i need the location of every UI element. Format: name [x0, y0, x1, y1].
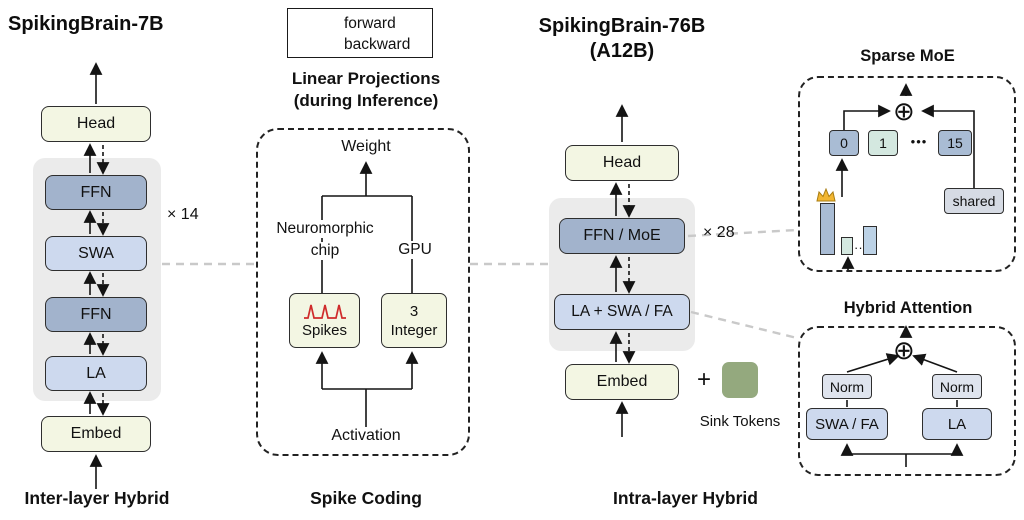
spikes-label: Spikes [301, 321, 348, 339]
integer-label: Integer [390, 321, 438, 339]
router-bar-tall [820, 203, 835, 255]
gpu-label: GPU [392, 241, 438, 259]
attention-sum-icon: ⊕ [893, 335, 915, 365]
swa-fa-box: SWA / FA [806, 408, 888, 440]
neuromorphic-chip-label-line1: Neuromorphic [258, 220, 392, 238]
weight-label: Weight [341, 138, 391, 155]
norm-right-box: Norm [932, 374, 982, 399]
router-bar-short [841, 237, 853, 255]
spike-coding-caption: Spike Coding [310, 488, 422, 508]
spike-waveform-icon [303, 303, 346, 320]
left-embed-block: Embed [41, 416, 151, 452]
spikes-box: Spikes [289, 293, 360, 348]
spike-coding-box [256, 128, 470, 456]
router-bar-ellipsis: ·· [854, 240, 863, 255]
crown-icon [816, 187, 836, 202]
integer-bits-value: 3 [409, 302, 419, 320]
left-head-block: Head [41, 106, 151, 142]
sink-token-swatch [722, 362, 758, 398]
moe-sum-icon: ⊕ [893, 96, 915, 126]
right-layer-multiplier: × 28 [703, 224, 735, 241]
left-caption: Inter-layer Hybrid [24, 488, 170, 508]
norm-left-box: Norm [822, 374, 872, 399]
expert-1-box: 1 [868, 130, 898, 156]
hybrid-attention-box [798, 326, 1016, 476]
expert-ellipsis: ••• [910, 134, 928, 149]
router-bar-mid [863, 226, 877, 255]
left-la-block: LA [45, 356, 147, 391]
right-head-block: Head [565, 145, 679, 181]
sparse-moe-box [798, 76, 1016, 272]
left-model-title: SpikingBrain-7B [8, 13, 164, 35]
shared-expert-box: shared [944, 188, 1004, 214]
right-la-swa-fa-block: LA + SWA / FA [554, 294, 690, 330]
legend-box [287, 8, 433, 58]
left-swa-block: SWA [45, 236, 147, 271]
activation-label: Activation [331, 427, 401, 444]
right-caption: Intra-layer Hybrid [613, 488, 758, 508]
integer-box: 3 Integer [381, 293, 447, 348]
right-model-title-line1: SpikingBrain-76B [538, 15, 706, 37]
legend-backward-label: backward [344, 36, 411, 53]
plus-sign: + [697, 366, 712, 393]
left-layer-multiplier: × 14 [167, 206, 199, 223]
sink-tokens-label: Sink Tokens [699, 413, 781, 430]
expert-15-box: 15 [938, 130, 972, 156]
la-box: LA [922, 408, 992, 440]
right-embed-block: Embed [565, 364, 679, 400]
spike-coding-title-line2: (during Inference) [293, 91, 439, 110]
right-ffn-moe-block: FFN / MoE [559, 218, 685, 254]
right-model-title-line2: (A12B) [589, 40, 655, 62]
expert-0-box: 0 [829, 130, 859, 156]
legend-forward-label: forward [344, 15, 396, 32]
sparse-moe-title: Sparse MoE [860, 47, 955, 65]
spike-coding-title-line1: Linear Projections [291, 69, 441, 88]
neuromorphic-chip-label-line2: chip [293, 242, 357, 260]
left-ffn2-block: FFN [45, 297, 147, 332]
left-ffn1-block: FFN [45, 175, 147, 210]
hybrid-attention-title: Hybrid Attention [843, 299, 973, 317]
